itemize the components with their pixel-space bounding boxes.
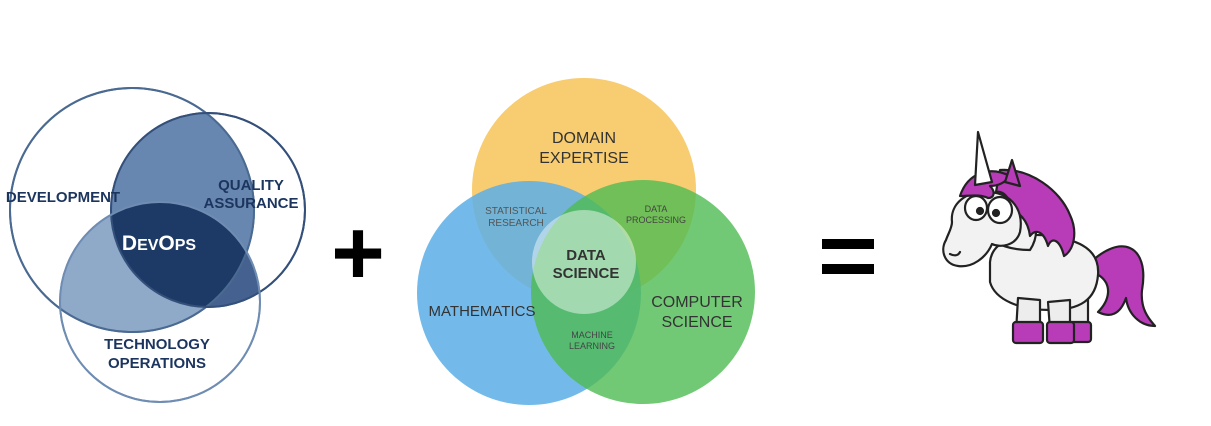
ml-label-2: LEARNING xyxy=(569,341,615,351)
quality-label-2: ASSURANCE xyxy=(203,195,298,212)
equals-sign xyxy=(822,239,874,274)
cs-label-2: SCIENCE xyxy=(661,314,732,331)
quality-label-1: QUALITY xyxy=(218,177,284,194)
development-label: DEVELOPMENT xyxy=(6,189,120,206)
dataproc-label-2: PROCESSING xyxy=(626,215,686,225)
domain-label-1: DOMAIN xyxy=(552,130,616,147)
datascience-center xyxy=(532,210,636,314)
technology-label-1: TECHNOLOGY xyxy=(104,336,210,353)
datascience-label-2: SCIENCE xyxy=(553,265,620,282)
mathematics-label: MATHEMATICS xyxy=(429,303,536,320)
datascience-label-1: DATA xyxy=(566,247,606,264)
statistical-label-2: RESEARCH xyxy=(488,218,544,229)
datascience-venn: DOMAIN EXPERTISE STATISTICAL RESEARCH DA… xyxy=(417,78,755,405)
statistical-label-1: STATISTICAL xyxy=(485,206,547,217)
dataproc-label-1: DATA xyxy=(645,204,668,214)
ml-label-1: MACHINE xyxy=(571,330,613,340)
cs-label-1: COMPUTER xyxy=(651,294,743,311)
unicorn-icon xyxy=(942,130,1157,345)
domain-label-2: EXPERTISE xyxy=(539,150,629,167)
devops-center-label: DEVOPS xyxy=(122,232,197,255)
plus-sign: + xyxy=(331,202,385,304)
devops-venn: DEVELOPMENT QUALITY ASSURANCE DEVOPS TEC… xyxy=(6,87,306,403)
cs-circle xyxy=(531,180,755,404)
technology-label-2: OPERATIONS xyxy=(108,355,206,372)
